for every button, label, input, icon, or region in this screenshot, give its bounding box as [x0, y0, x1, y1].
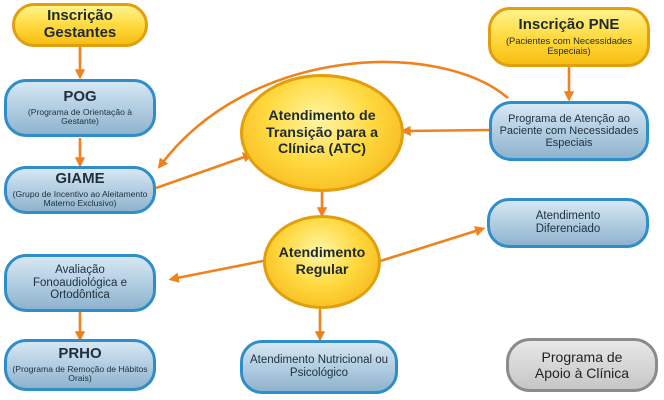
programa-atencao-label: Programa de Atenção ao Paciente com Nece… — [499, 112, 639, 150]
arrow-programa-to-giame — [157, 60, 509, 169]
node-diferenciado: Atendimento Diferenciado — [487, 198, 649, 248]
giame-subtitle: (Grupo de Incentivo ao Aleitamento Mater… — [12, 188, 148, 209]
apoio-label: Programa de Apoio à Clínica — [534, 348, 630, 381]
avaliacao-label: Avaliação Fonoaudiológica e Ortodôntica — [33, 263, 127, 302]
node-giame: GIAME (Grupo de Incentivo ao Aleitamento… — [4, 166, 156, 214]
node-inscricao-pne: Inscrição PNE (Pacientes com Necessidade… — [488, 7, 650, 67]
prho-title: PRHO — [58, 344, 102, 362]
node-prho: PRHO (Programa de Remoção de Hábitos Ora… — [4, 339, 156, 391]
regular-label: Atendimento Regular — [278, 245, 366, 278]
node-inscricao-gestantes: Inscrição Gestantes — [12, 3, 148, 47]
node-pog: POG (Programa de Orientação à Gestante) — [4, 79, 156, 137]
node-avaliacao: Avaliação Fonoaudiológica e Ortodôntica — [4, 254, 156, 312]
atc-label: Atendimento de Transição para a Clínica … — [266, 107, 378, 158]
inscricao-pne-subtitle: (Pacientes com Necessidades Especiais) — [505, 34, 633, 57]
pog-subtitle: (Programa de Orientação à Gestante) — [27, 106, 133, 127]
prho-subtitle: (Programa de Remoção de Hábitos Orais) — [12, 363, 148, 384]
nutricional-label: Atendimento Nutricional ou Psicológico — [249, 354, 389, 379]
node-nutricional: Atendimento Nutricional ou Psicológico — [240, 340, 398, 394]
node-atc: Atendimento de Transição para a Clínica … — [240, 74, 404, 192]
node-regular: Atendimento Regular — [263, 215, 381, 309]
diferenciado-label: Atendimento Diferenciado — [535, 210, 601, 235]
arrow-regular-to-diferenciado — [373, 226, 486, 265]
pog-title: POG — [63, 87, 97, 105]
node-apoio: Programa de Apoio à Clínica — [506, 338, 658, 392]
arrow-regular-to-avaliacao — [168, 258, 269, 283]
arrow-programa-to-atc — [400, 125, 491, 137]
arrow-giame-to-atc — [155, 152, 254, 190]
inscricao-pne-title: Inscrição PNE — [518, 16, 620, 34]
node-programa-atencao: Programa de Atenção ao Paciente com Nece… — [489, 101, 649, 161]
inscricao-gestantes-title: Inscrição Gestantes — [43, 7, 117, 41]
giame-title: GIAME — [55, 169, 105, 187]
